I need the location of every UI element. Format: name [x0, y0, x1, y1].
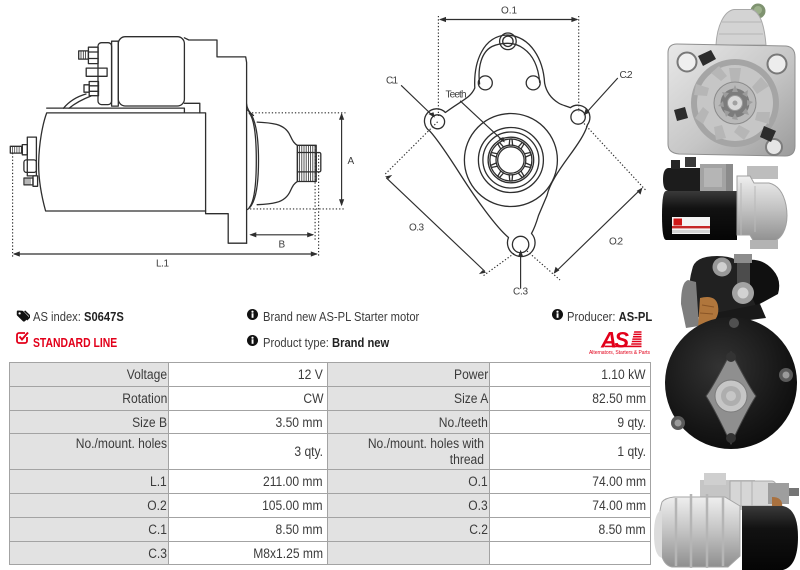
svg-text:O.1: O.1	[501, 6, 517, 17]
svg-text:O.3: O.3	[409, 223, 424, 234]
svg-text:AS: AS	[600, 328, 629, 353]
svg-text:L.1: L.1	[156, 259, 169, 270]
svg-text:Alternators, Starters & Parts: Alternators, Starters & Parts	[589, 350, 651, 356]
svg-text:A: A	[348, 156, 355, 167]
svg-text:B: B	[279, 240, 286, 251]
svg-text:C.3: C.3	[513, 287, 528, 298]
svg-text:C.2: C.2	[620, 70, 633, 81]
svg-text:O.2: O.2	[609, 237, 623, 248]
svg-text:Teeth: Teeth	[446, 90, 467, 101]
svg-text:C.1: C.1	[386, 76, 398, 87]
